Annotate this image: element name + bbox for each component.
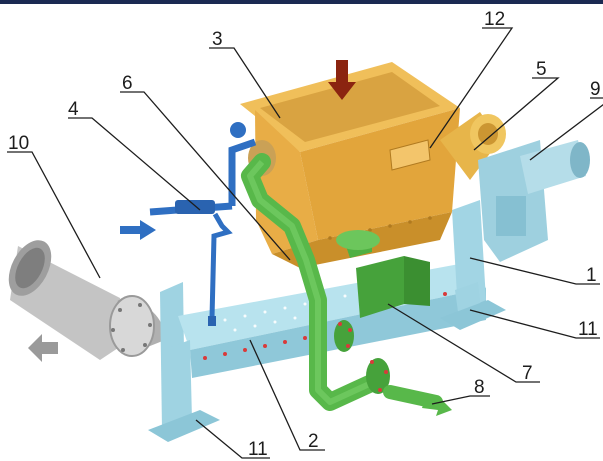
support-foot-left: [148, 340, 220, 442]
motor-5: [440, 112, 506, 180]
callout-8: 8: [474, 377, 485, 398]
green-pipe: [241, 153, 443, 411]
callout-11-right: 11: [578, 319, 598, 340]
support-foot-right: [440, 282, 506, 330]
callout-10: 10: [8, 133, 29, 154]
down-arrow-icon: [328, 60, 356, 100]
callout-4: 4: [68, 99, 79, 120]
left-arrow-icon: [28, 334, 58, 362]
callout-9: 9: [590, 79, 601, 100]
gear-motor-9: [478, 140, 590, 262]
leader-lines: [7, 27, 603, 459]
right-arrow-icon: [120, 220, 156, 240]
callout-12: 12: [484, 9, 505, 30]
callout-2: 2: [308, 431, 319, 452]
callout-7: 7: [522, 363, 533, 384]
callout-11-left: 11: [248, 439, 268, 460]
outlet-pipe: [8, 240, 165, 360]
callout-3: 3: [212, 29, 223, 50]
callouts: 10 4 6 3 12 5 9 1 11 7 8 2 11: [8, 9, 601, 460]
callout-5: 5: [536, 59, 547, 80]
callout-6: 6: [122, 73, 133, 94]
callout-1: 1: [586, 265, 597, 286]
down-right-arrow-icon: [422, 398, 452, 416]
header-bar: [0, 0, 603, 4]
water-pipe: [149, 122, 257, 326]
